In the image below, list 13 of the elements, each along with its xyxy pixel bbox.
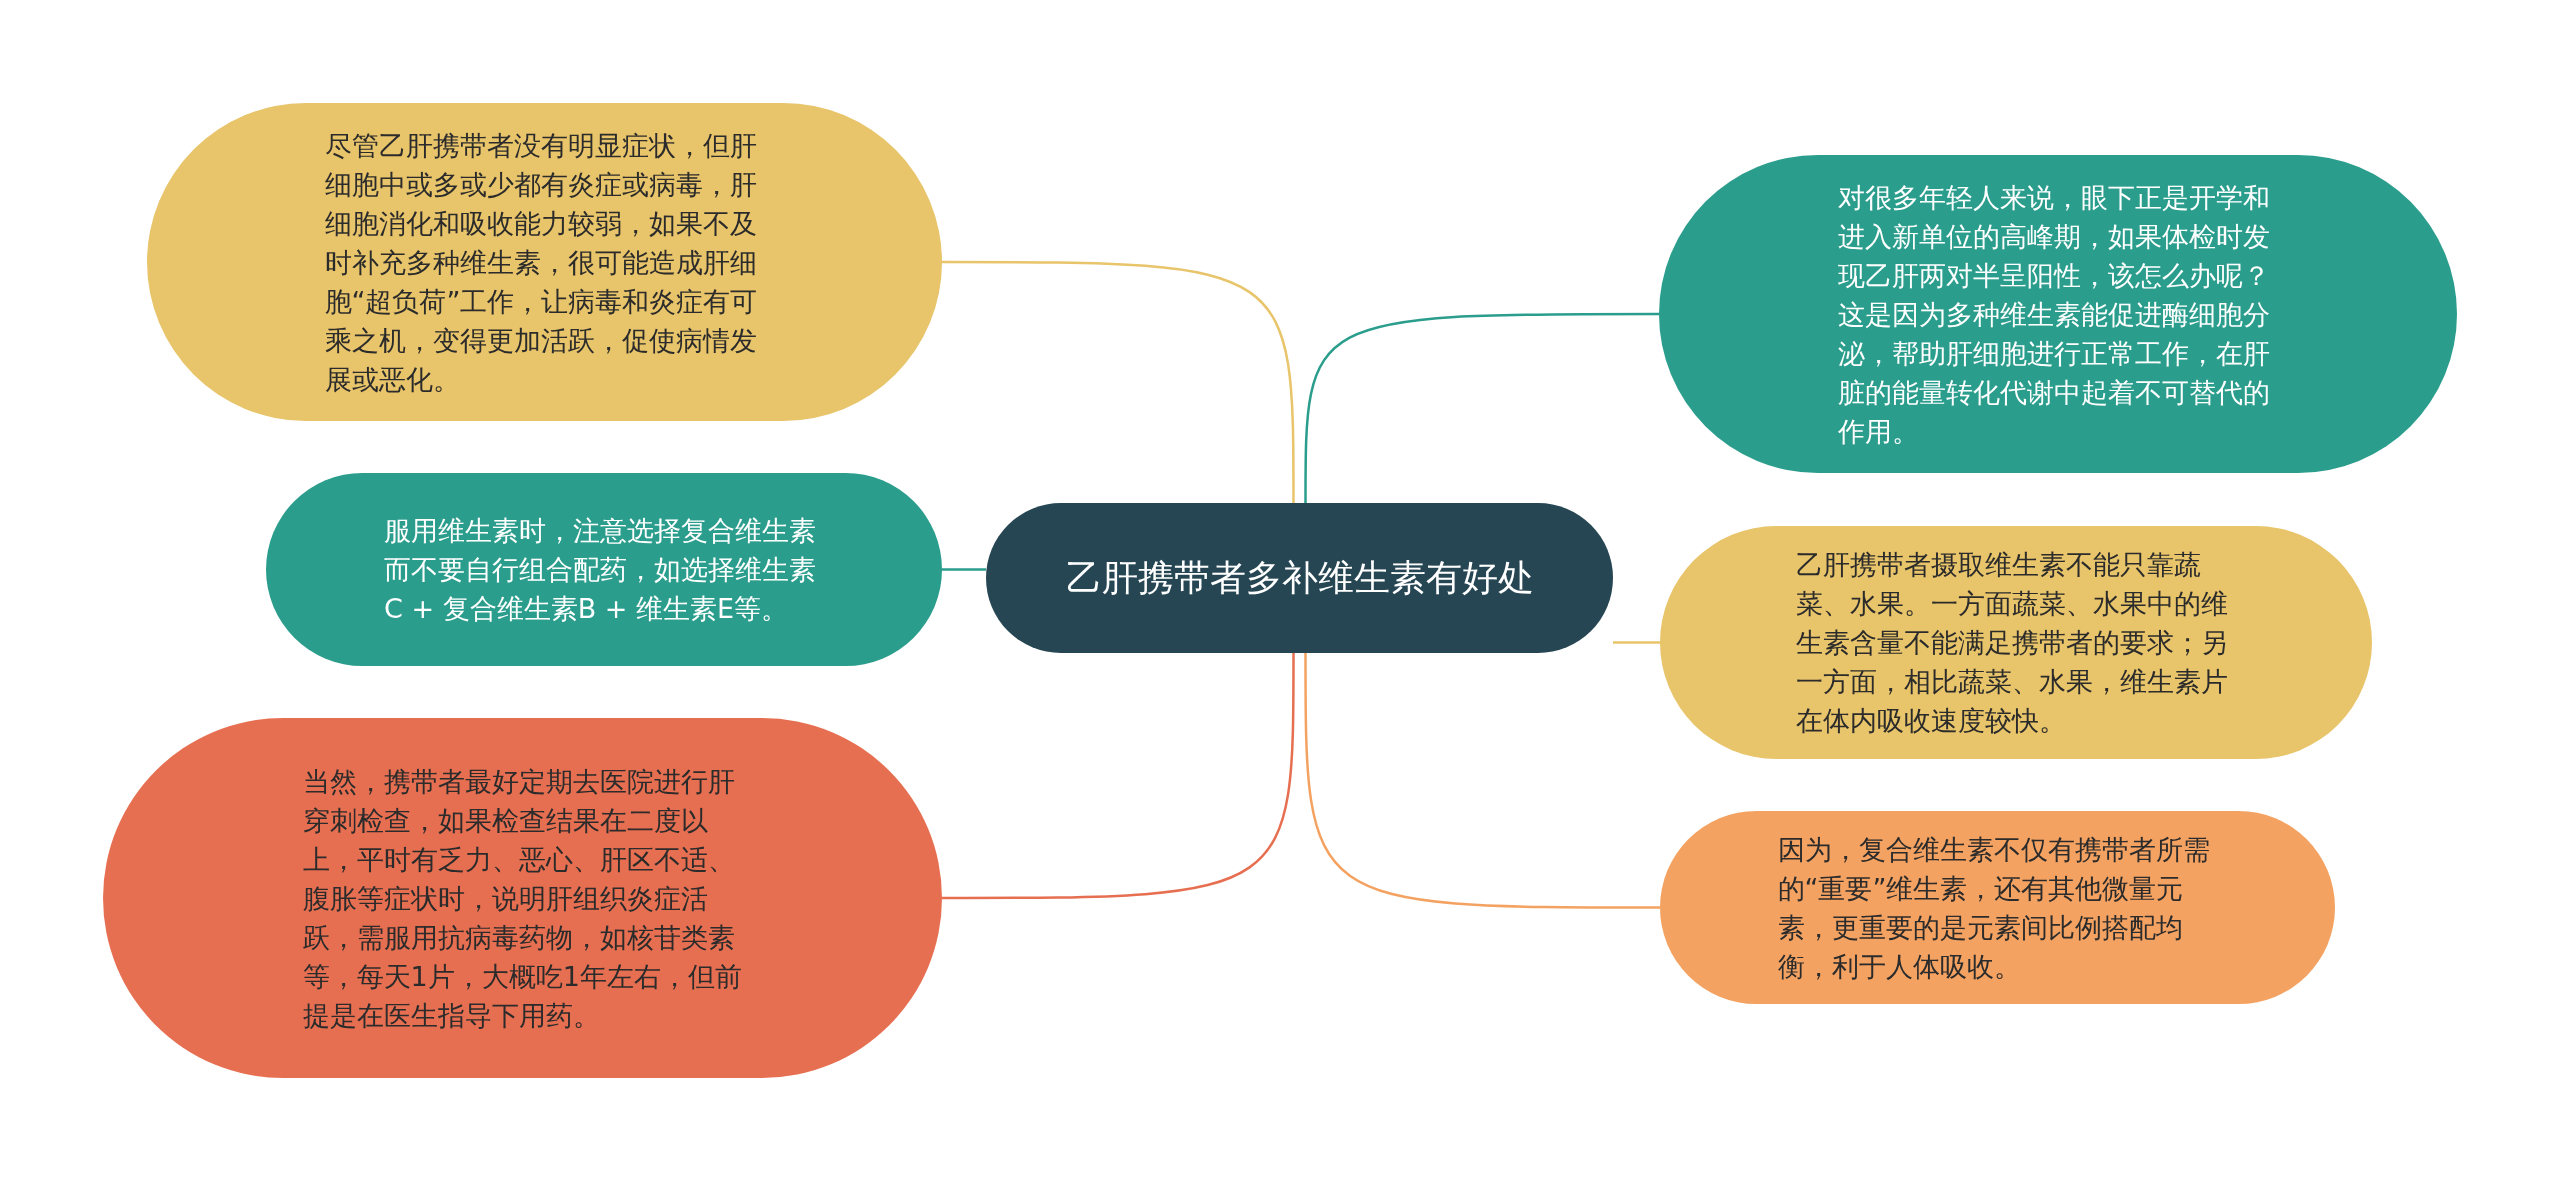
connector-line xyxy=(942,260,1295,503)
topic-text: 乙肝携带者摄取维生素不能只靠蔬菜、水果。一方面蔬菜、水果中的维生素含量不能满足携带者的要求；另一方面，相比蔬菜、水果，维生素片在体内吸收速度较快。 xyxy=(1796,548,2229,738)
topic-text: 尽管乙肝携带者没有明显症状，但肝细胞中或多或少都有炎症或病毒，肝细胞消化和吸收能力较弱，如果不及时补充多种维生素，很可能造成肝细胞“超负荷”工作，让病毒和炎症有可乘之机，变得更加活跃，促使病情发展或恶化。 xyxy=(324,128,759,397)
topic-text: 当然，携带者最好定期去医院进行肝穿刺检查，如果检查结果在二度以上，平时有乏力、恶心、肝区不适、腹胀等症状时，说明肝组织炎症活跃，需服用抗病毒药物，如核苷类素等，每天1片，大概吃1年左右，但前提是在医生指导下用药。 xyxy=(302,764,743,1033)
connector-line xyxy=(1304,653,1660,909)
topic-text: 服用维生素时，注意选择复合维生素而不要自行组合配药，如选择维生素C + 复合维生素B + 维生素E等。 xyxy=(384,514,817,626)
topic-title: 乙肝携带者多补维生素有好处 xyxy=(1065,556,1534,600)
topic-text: 因为，复合维生素不仅有携带者所需的“重要”维生素，还有其他微量元素，更重要的是元素间比例搭配均衡，利于人体吸收。 xyxy=(1777,832,2211,984)
connector-line xyxy=(1613,641,1660,644)
topic-text: 对很多年轻人来说，眼下正是开学和进入新单位的高峰期，如果体检时发现乙肝两对半呈阳性，该怎么办呢？这是因为多种维生素能促进酶细胞分泌，帮助肝细胞进行正常工作，在肝脏的能量转化代谢中起着不可替代的作用。 xyxy=(1838,180,2271,449)
connector-line xyxy=(942,653,1295,900)
connector-line xyxy=(1304,312,1659,503)
connector-line xyxy=(942,568,986,571)
